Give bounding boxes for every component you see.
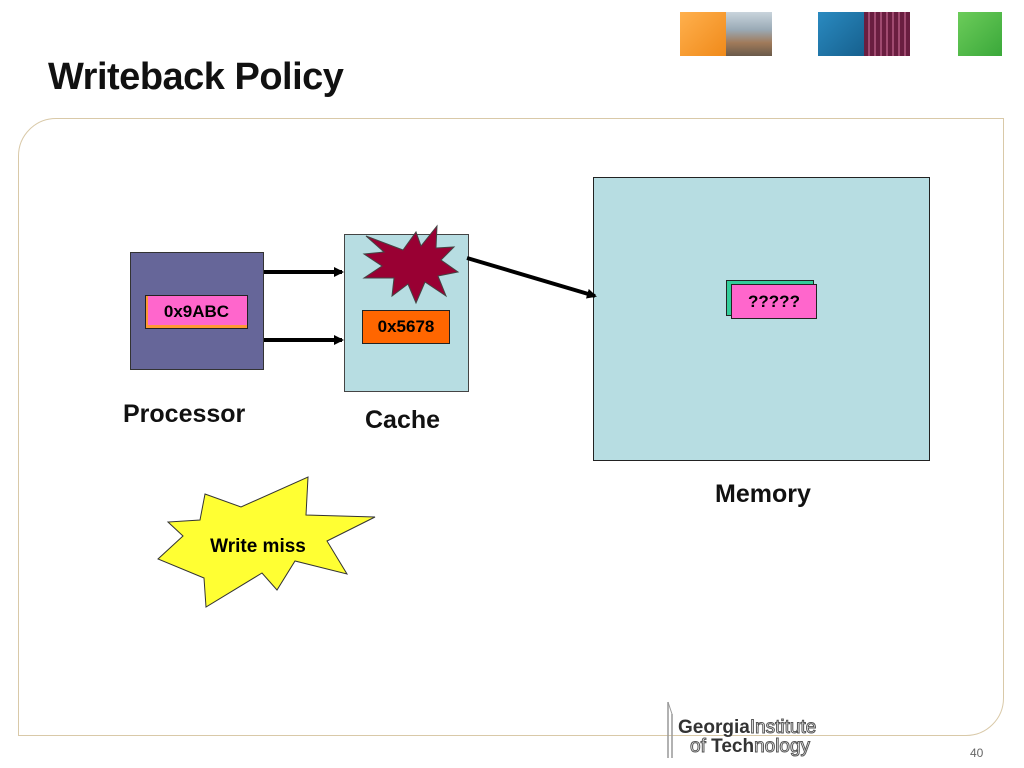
photo-tile-building-icon: [726, 12, 772, 56]
tower-logo-icon: [667, 701, 673, 758]
georgia-tech-logo: GeorgiaInstitute of Technology: [678, 717, 817, 757]
write-miss-text: Write miss: [210, 536, 306, 557]
orange-tile-icon: [680, 12, 726, 56]
memory-cell: ?????: [731, 284, 817, 319]
memory-box: [593, 177, 930, 461]
processor-register: 0x9ABC: [145, 295, 248, 329]
memory-label: Memory: [715, 480, 811, 508]
photo-tile-circuit-icon: [864, 12, 910, 56]
green-tile-icon: [958, 12, 1002, 56]
cache-label: Cache: [365, 406, 441, 434]
blue-tile-icon: [818, 12, 864, 56]
cache-burst-icon: [362, 224, 460, 305]
content-frame: [18, 118, 1004, 736]
arrow-cache-to-memory: [466, 256, 597, 299]
cache-line: 0x5678: [362, 310, 450, 344]
processor-label: Processor: [123, 400, 246, 428]
logo-line-2: of Technology: [689, 736, 811, 757]
write-miss-burst-icon: [157, 476, 376, 608]
page-number: 40: [970, 746, 984, 760]
slide-title: Writeback Policy: [48, 56, 344, 98]
logo-line-1: GeorgiaInstitute: [678, 717, 817, 738]
